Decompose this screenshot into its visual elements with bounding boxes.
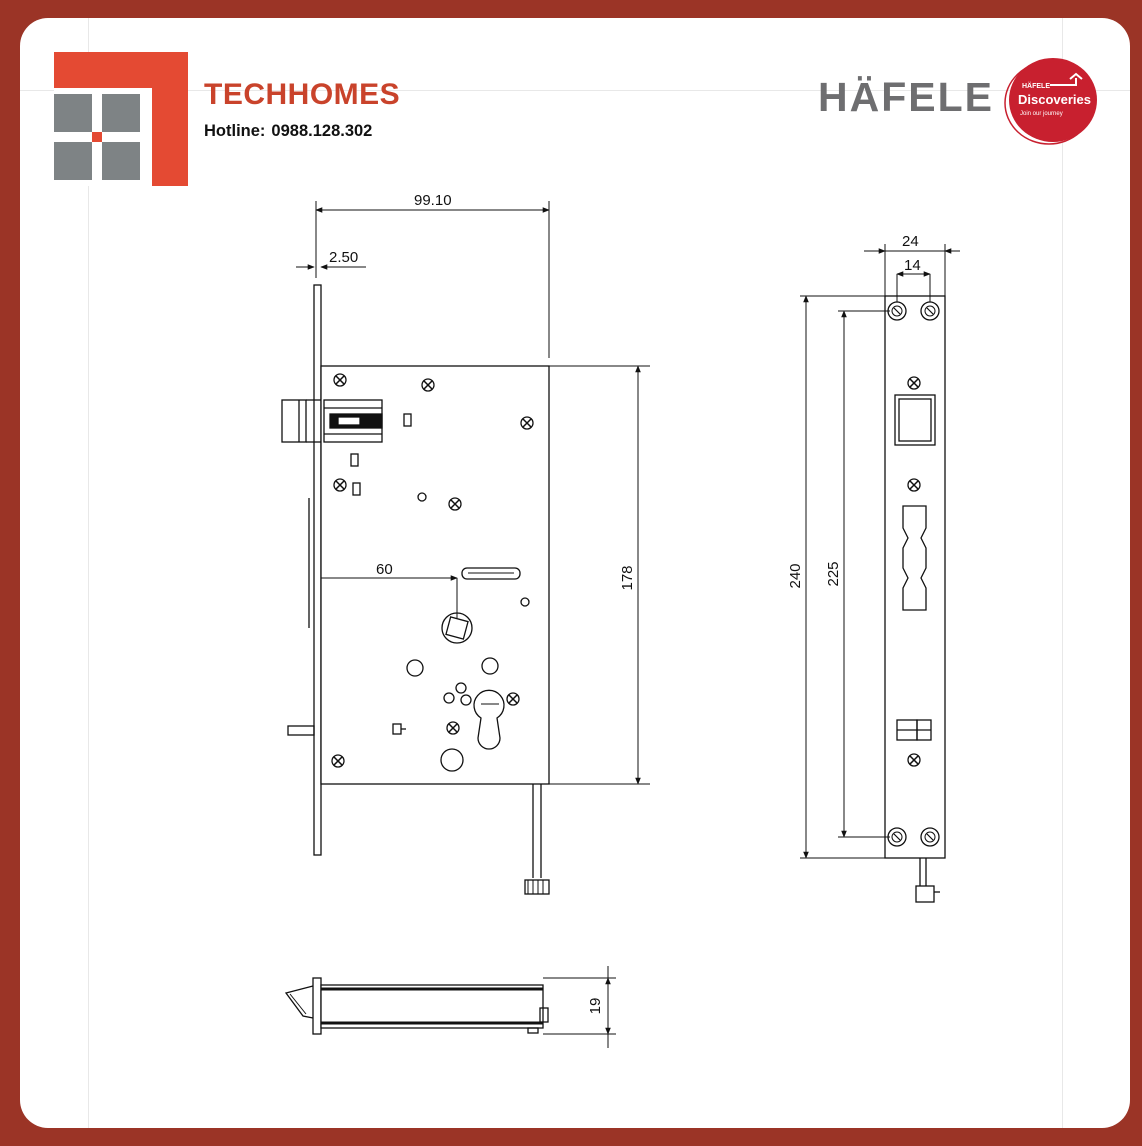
lock-technical-drawing: 99.10 2.50 60 178 240 225 24 14 19 — [281, 192, 960, 1048]
hafele-logo: HÄFELE — [818, 74, 994, 120]
badge-main-text: Discoveries — [1018, 92, 1091, 107]
badge-tagline: Join our journey — [1020, 111, 1063, 117]
guide-line — [20, 90, 1130, 91]
hotline-number: 0988.128.302 — [271, 122, 373, 140]
dimension-lines-front — [296, 201, 650, 785]
hotline-label: Hotline: — [204, 122, 266, 140]
dimension-lines-side — [800, 244, 960, 859]
dim-backset: 60 — [376, 561, 393, 578]
guide-line — [1062, 18, 1063, 1128]
dim-screw-spacing: 14 — [904, 257, 921, 274]
guide-line — [88, 18, 89, 1128]
dim-faceplate-length: 240 — [787, 563, 804, 588]
discoveries-badge-icon: HÄFELE Discoveries Join our journey — [1004, 58, 1097, 145]
dimension-lines-top — [543, 966, 616, 1048]
lock-front-view — [281, 284, 550, 895]
brand-name: TECHHOMES — [204, 78, 401, 111]
dim-faceplate-thickness: 2.50 — [329, 249, 358, 266]
techhomes-logo-icon — [54, 52, 188, 186]
badge-top-text: HÄFELE — [1022, 82, 1050, 90]
lock-top-view — [284, 977, 549, 1035]
dim-body-depth: 19 — [587, 998, 604, 1015]
dimension-labels: 99.10 2.50 60 178 240 225 24 14 19 — [329, 192, 921, 1014]
page-frame: TECHHOMES Hotline: 0988.128.302 HÄFELE HÄ… — [20, 18, 1130, 1128]
dim-screw-distance: 225 — [825, 561, 842, 586]
dim-body-width: 99.10 — [414, 192, 452, 209]
dim-faceplate-width: 24 — [902, 233, 919, 250]
dim-body-height: 178 — [619, 565, 636, 590]
hotline: Hotline: 0988.128.302 — [204, 122, 372, 141]
